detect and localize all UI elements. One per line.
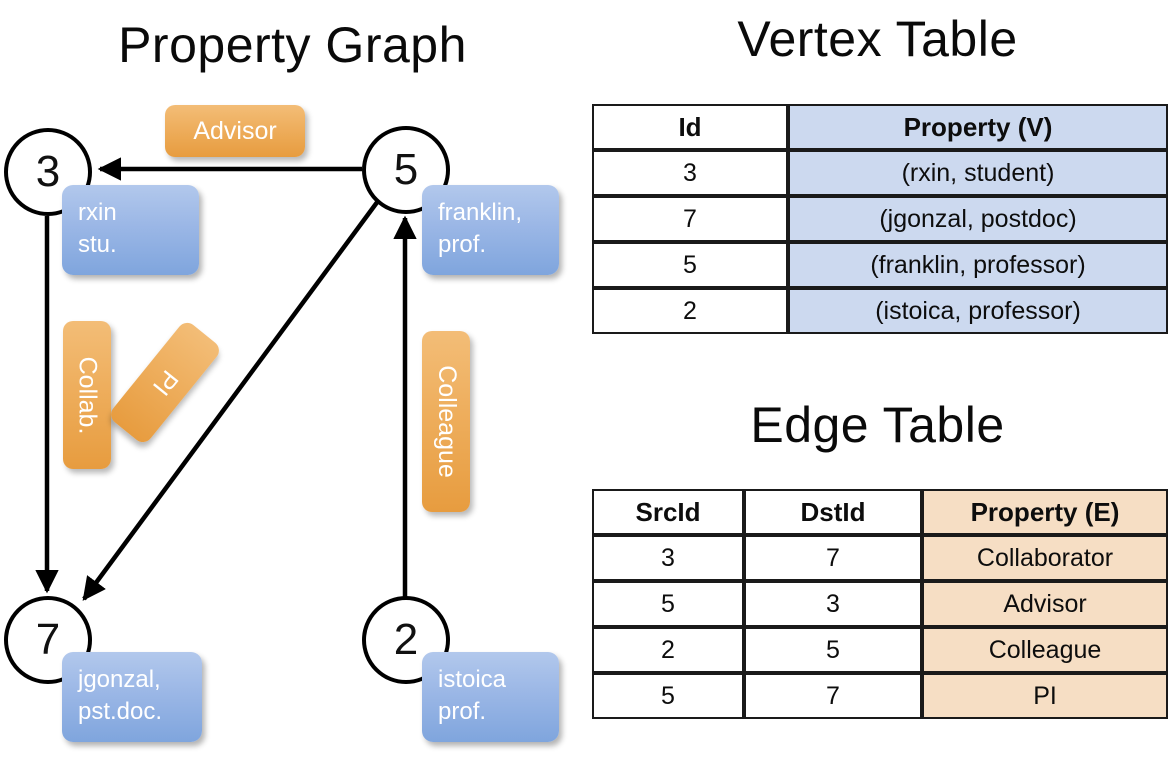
- vertex-cell-id: 3: [592, 150, 788, 196]
- edge-label-collab: Collab.: [63, 321, 111, 469]
- edge-cell-dstid: 5: [744, 627, 922, 673]
- vertex-cell-property: (franklin, professor): [788, 242, 1168, 288]
- page-title-property-graph: Property Graph: [118, 17, 467, 73]
- table-row: 3 7 Collaborator: [592, 535, 1168, 581]
- edge-cell-dstid: 7: [744, 535, 922, 581]
- vertex-cell-id: 7: [592, 196, 788, 242]
- vertex-id-label: 7: [35, 615, 61, 664]
- edge-label-text: PI: [147, 364, 184, 401]
- vertex-cell-property: (rxin, student): [788, 150, 1168, 196]
- edge-cell-srcid: 5: [592, 673, 744, 719]
- edge-cell-property: Colleague: [922, 627, 1168, 673]
- edge-cell-property: PI: [922, 673, 1168, 719]
- vertex-cell-id: 2: [592, 288, 788, 334]
- vertex-property-box-7: jgonzal, pst.doc.: [62, 652, 202, 742]
- table-header-row: Id Property (V): [592, 104, 1168, 150]
- vertex-property-box-3: rxin stu.: [62, 185, 199, 275]
- property-graph-diagram: 3 5 7 2 rxin stu. franklin, prof. jgonza…: [4, 105, 559, 742]
- graph-vertex-5[interactable]: 5: [362, 126, 450, 214]
- vertex-id-label: 3: [35, 147, 61, 196]
- table-row: 5 7 PI: [592, 673, 1168, 719]
- edge-label-text: Colleague: [432, 365, 461, 478]
- graph-edges-layer: [35, 157, 417, 601]
- edge-cell-srcid: 5: [592, 581, 744, 627]
- edge-cell-property: Advisor: [922, 581, 1168, 627]
- table-header-row: SrcId DstId Property (E): [592, 489, 1168, 535]
- edge-label-text: Advisor: [193, 116, 277, 145]
- table-row: 2 5 Colleague: [592, 627, 1168, 673]
- vertex-cell-property: (jgonzal, postdoc): [788, 196, 1168, 242]
- edge-table: SrcId DstId Property (E) 3 7 Collaborato…: [592, 489, 1168, 719]
- edge-cell-property: Collaborator: [922, 535, 1168, 581]
- edge-label-text: Collab.: [73, 356, 102, 434]
- table-row: 7 (jgonzal, postdoc): [592, 196, 1168, 242]
- table-row: 2 (istoica, professor): [592, 288, 1168, 334]
- edge-cell-srcid: 2: [592, 627, 744, 673]
- vertex-id-label: 2: [393, 615, 419, 664]
- vertex-id-label: 5: [393, 145, 419, 194]
- edge-cell-srcid: 3: [592, 535, 744, 581]
- vertex-cell-id: 5: [592, 242, 788, 288]
- table-row: 5 3 Advisor: [592, 581, 1168, 627]
- page-title-vertex-table: Vertex Table: [737, 11, 1018, 67]
- edge-table-header-property: Property (E): [922, 489, 1168, 535]
- edge-table-header-dstid: DstId: [744, 489, 922, 535]
- page-title-edge-table: Edge Table: [750, 397, 1005, 453]
- edge-label-advisor: Advisor: [165, 105, 305, 157]
- vertex-table-header-id: Id: [592, 104, 788, 150]
- vertex-property-box-5: franklin, prof.: [422, 185, 559, 275]
- edge-5-to-7-pi: [82, 199, 380, 601]
- graph-vertex-2[interactable]: 2: [362, 596, 450, 684]
- edge-label-colleague: Colleague: [422, 331, 470, 512]
- vertex-table-header-property: Property (V): [788, 104, 1168, 150]
- edge-cell-dstid: 3: [744, 581, 922, 627]
- vertex-table: Id Property (V) 3 (rxin, student) 7 (jgo…: [592, 104, 1168, 334]
- edge-cell-dstid: 7: [744, 673, 922, 719]
- vertex-property-box-2: istoica prof.: [422, 652, 559, 742]
- table-row: 5 (franklin, professor): [592, 242, 1168, 288]
- edge-table-header-srcid: SrcId: [592, 489, 744, 535]
- vertex-cell-property: (istoica, professor): [788, 288, 1168, 334]
- table-row: 3 (rxin, student): [592, 150, 1168, 196]
